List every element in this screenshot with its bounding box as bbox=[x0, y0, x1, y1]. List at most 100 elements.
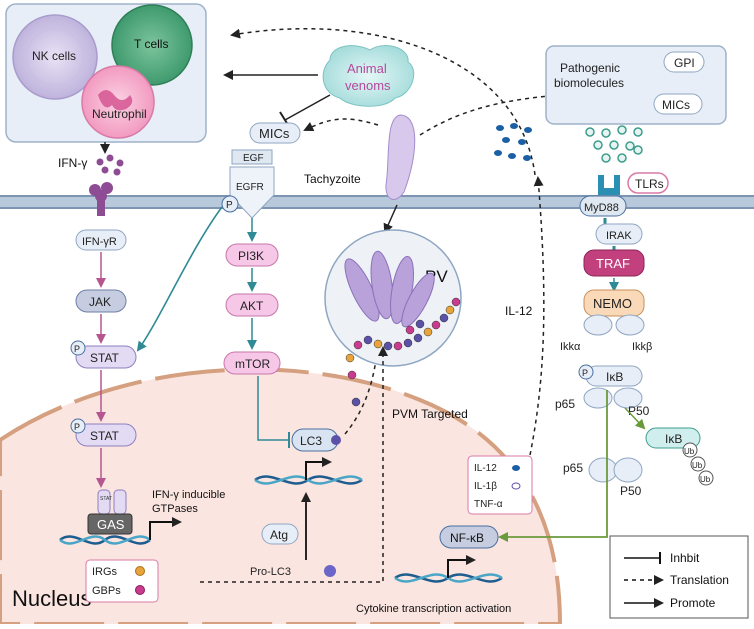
stat-label: STAT bbox=[90, 351, 120, 365]
nfkb-translocation-arrow bbox=[498, 390, 608, 542]
tachy-to-mics-dashed bbox=[303, 118, 379, 132]
atg-label: Atg bbox=[270, 528, 288, 542]
ikkb-label: Ikkβ bbox=[632, 341, 652, 353]
gpi-node bbox=[663, 51, 705, 73]
ifngr-label: IFN-γR bbox=[82, 236, 117, 248]
gpi-label: GPI bbox=[674, 56, 695, 70]
ifn-inducible-line1: IFN-γ inducible bbox=[152, 489, 225, 501]
mtor-inhibit-lc3 bbox=[257, 376, 288, 441]
t-cells-label: T cells bbox=[134, 37, 168, 51]
lc3-label: LC3 bbox=[300, 434, 322, 448]
neutrophil-label: Neutrophil bbox=[92, 107, 147, 121]
mics-left-node bbox=[249, 122, 301, 144]
ikb-phospho-label: P bbox=[582, 368, 588, 378]
pro-lc3-label: Pro-LC3 bbox=[250, 566, 291, 578]
gas-label: GAS bbox=[97, 517, 125, 532]
ub-2 bbox=[690, 456, 706, 472]
stat-node bbox=[75, 345, 137, 369]
ikb-phospho bbox=[578, 364, 594, 380]
pi3k-node bbox=[225, 243, 279, 267]
legend-translation-label: Translation bbox=[670, 573, 729, 587]
nfkb-label: NF-κB bbox=[450, 531, 484, 545]
nfkb-transcription-arrow bbox=[447, 555, 476, 578]
nuclear-stat-label: STAT bbox=[90, 429, 120, 443]
p65-subunit-top bbox=[583, 387, 613, 409]
ub-1-label: Ub bbox=[684, 447, 695, 456]
egfr-phospho-label: P bbox=[226, 200, 233, 211]
lc3-to-pv-dashed bbox=[344, 340, 383, 435]
pvm-effector-beads bbox=[345, 297, 461, 407]
stat-phospho-label: P bbox=[74, 344, 80, 354]
myd88-label: MyD88 bbox=[584, 202, 619, 214]
nemo-label: NEMO bbox=[593, 296, 632, 311]
egfr-receptor bbox=[229, 166, 275, 219]
myd88-node bbox=[579, 195, 627, 217]
mtor-label: mTOR bbox=[235, 357, 270, 371]
cytokine-il1b-label: IL-1β bbox=[474, 481, 497, 492]
akt-node bbox=[225, 293, 279, 317]
ifn-inducible-line2: GTPases bbox=[152, 503, 198, 515]
venom-inhibit-mics bbox=[284, 94, 331, 121]
mics-left-label: MICs bbox=[259, 126, 290, 141]
p65-label-free: p65 bbox=[563, 461, 583, 475]
ikb-ub-node bbox=[645, 427, 701, 449]
nemo-node bbox=[583, 289, 645, 317]
t-cell bbox=[111, 4, 193, 86]
tachyzoite-parasite bbox=[385, 114, 416, 200]
egf-node bbox=[231, 149, 273, 165]
pro-lc3-dot bbox=[324, 565, 336, 577]
p50-subunit-top bbox=[613, 387, 643, 409]
gbps-dot bbox=[135, 585, 145, 595]
cytokine-il12-label: IL-12 bbox=[474, 463, 497, 474]
tachy-to-pathogenic-dashed bbox=[419, 90, 562, 136]
ikb-degradation-arrow bbox=[624, 407, 646, 430]
pathogenic-line1: Pathogenic bbox=[560, 61, 620, 75]
ikkb-subunit bbox=[615, 314, 645, 336]
nucleus-label: Nucleus bbox=[12, 586, 91, 611]
gbps-label: GBPs bbox=[92, 585, 121, 597]
egf-label: EGF bbox=[243, 153, 264, 164]
legend-inhibit-label: Inhbit bbox=[670, 551, 700, 565]
ub-3 bbox=[698, 470, 714, 486]
gas-transcription-arrow bbox=[149, 517, 182, 540]
akt-label: AKT bbox=[240, 299, 264, 313]
legend-box bbox=[609, 535, 749, 619]
nuclear-stat-phospho-label: P bbox=[74, 422, 80, 432]
irgs-label: IRGs bbox=[92, 566, 118, 578]
lc3-transcription-arrow bbox=[305, 457, 332, 480]
tachy-to-pv-arrow bbox=[383, 204, 398, 234]
egfr-label: EGFR bbox=[236, 182, 264, 193]
nuclear-stat-phospho bbox=[70, 418, 86, 434]
tlrs-label: TLRs bbox=[635, 177, 664, 191]
lc3-lipid bbox=[331, 435, 341, 445]
ifn-gamma-label: IFN-γ bbox=[58, 156, 87, 170]
cytokine-to-il12-dashed bbox=[529, 176, 545, 456]
mics-right-node bbox=[653, 93, 703, 115]
animal-venoms-line2: venoms bbox=[345, 78, 391, 93]
cytokine-il12-dot bbox=[512, 465, 520, 471]
tlr-receptor bbox=[598, 175, 620, 195]
cytokine-activation-label: Cytokine transcription activation bbox=[356, 603, 511, 615]
p50-subunit-free bbox=[613, 457, 643, 483]
pv-tachyzoites bbox=[344, 250, 435, 328]
ub-3-label: Ub bbox=[700, 475, 711, 484]
ifn-gamma-molecules bbox=[96, 154, 124, 176]
nk-cell bbox=[12, 14, 98, 100]
cytokine-il1b-dot bbox=[511, 482, 521, 490]
ikka-subunit bbox=[583, 314, 613, 336]
nk-cell-nucleus bbox=[26, 28, 84, 86]
p50-label-free: P50 bbox=[620, 484, 642, 498]
il12-side-label: IL-12 bbox=[505, 304, 533, 318]
egfr-to-stat-arrow bbox=[136, 206, 223, 352]
irgs-dot bbox=[135, 566, 145, 576]
traf-label: TRAF bbox=[596, 256, 630, 271]
lc3-dna-strand-2 bbox=[254, 475, 363, 485]
tachyzoite-label: Tachyzoite bbox=[304, 172, 361, 186]
ikb-ub-label: IκB bbox=[665, 432, 682, 446]
egfr-phospho bbox=[221, 195, 239, 213]
irak-node bbox=[595, 223, 643, 245]
jak-label: JAK bbox=[89, 295, 111, 309]
tlrs-node bbox=[627, 172, 669, 194]
